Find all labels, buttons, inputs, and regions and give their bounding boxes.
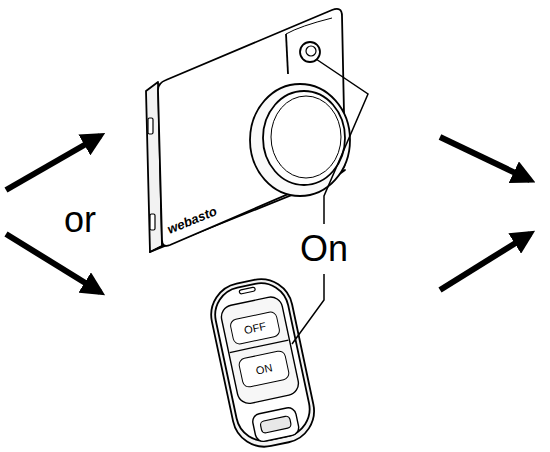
button-label: ON <box>255 362 273 376</box>
connector-word: or <box>64 202 96 238</box>
output-arrow <box>440 234 530 290</box>
leader-line <box>292 274 324 344</box>
controller-unit <box>146 9 350 252</box>
leader-line <box>316 59 368 224</box>
callout-label: On <box>300 231 348 267</box>
output-arrow <box>440 137 530 180</box>
input-arrow <box>6 136 100 190</box>
remote-fob <box>205 273 320 452</box>
input-arrow <box>6 234 100 292</box>
button-label: OFF <box>243 320 267 335</box>
